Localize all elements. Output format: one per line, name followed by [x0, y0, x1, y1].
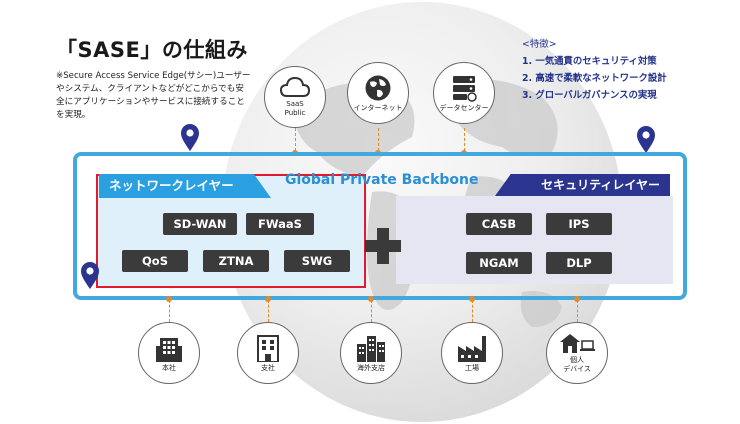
backbone-title: Global Private Backbone — [285, 172, 479, 188]
network-item-chip: SWG — [284, 250, 350, 272]
feature-item: 3. グローバルガバナンスの実現 — [522, 90, 657, 101]
branch-node: 支社 — [237, 322, 299, 384]
personal-device-label: 個人 デバイス — [563, 356, 591, 373]
feature-item: 2. 高速で柔軟なネットワーク設計 — [522, 73, 667, 84]
datacenter-node: データセンター — [433, 62, 495, 124]
connector-line — [268, 300, 269, 322]
location-pin-icon — [181, 124, 199, 151]
network-item-chip: SD-WAN — [163, 213, 237, 235]
connector-dot — [368, 296, 374, 302]
connector-line — [464, 128, 465, 156]
page-title: 「SASE」の仕組み — [56, 38, 248, 62]
security-layer-label: セキュリティレイヤー — [495, 174, 670, 196]
features-heading: <特徴> — [522, 39, 557, 50]
security-item-chip: DLP — [546, 252, 612, 274]
security-item-chip: CASB — [466, 213, 532, 235]
network-item-chip: QoS — [122, 250, 188, 272]
overseas-branch-node: 海外支店 — [340, 322, 402, 384]
branch-label: 支社 — [261, 363, 275, 372]
connector-dot — [469, 296, 475, 302]
feature-item: 1. 一気通貫のセキュリティ対策 — [522, 56, 657, 67]
connector-line — [378, 128, 379, 156]
saas-node: SaaS Public — [264, 66, 326, 128]
factory-label: 工場 — [465, 363, 479, 372]
location-pin-icon — [637, 126, 655, 153]
internet-label: インターネット — [353, 103, 403, 112]
home-laptop-icon — [560, 334, 595, 353]
connector-line — [371, 300, 372, 322]
connector-dot — [166, 296, 172, 302]
connector-dot — [574, 296, 580, 302]
connector-line — [169, 300, 170, 322]
network-layer-label: ネットワークレイヤー — [99, 174, 271, 198]
security-item-chip: NGAM — [466, 252, 532, 274]
headquarters-label: 本社 — [162, 363, 176, 372]
office-building-icon — [156, 337, 182, 362]
factory-node: 工場 — [441, 322, 503, 384]
factory-icon — [458, 335, 486, 362]
overseas-branch-label: 海外支店 — [357, 363, 385, 372]
globe-icon — [365, 75, 391, 100]
internet-node: インターネット — [347, 62, 409, 124]
branch-building-icon — [257, 334, 279, 362]
plus-icon — [365, 228, 401, 264]
datacenter-label: データセンター — [439, 103, 489, 112]
network-item-chip: FWaaS — [246, 213, 314, 235]
security-layer-box — [396, 196, 673, 284]
network-item-chip: ZTNA — [203, 250, 269, 272]
headquarters-node: 本社 — [138, 322, 200, 384]
security-item-chip: IPS — [546, 213, 612, 235]
connector-line — [472, 300, 473, 322]
connector-line — [577, 300, 578, 322]
connector-dot — [265, 296, 271, 302]
connector-line — [295, 128, 296, 156]
cloud-icon — [280, 76, 310, 97]
personal-device-node: 個人 デバイス — [546, 322, 608, 384]
city-buildings-icon — [357, 335, 385, 362]
global-backbone-frame — [73, 152, 687, 300]
location-pin-icon — [81, 262, 99, 289]
features-list: <特徴> 1. 一気通貫のセキュリティ対策 2. 高速で柔軟なネットワーク設計 … — [522, 36, 667, 104]
saas-label: SaaS Public — [284, 100, 306, 117]
server-icon — [453, 75, 477, 102]
sase-definition-note: ※Secure Access Service Edge(サシー)ユーザーやシステ… — [56, 71, 251, 120]
